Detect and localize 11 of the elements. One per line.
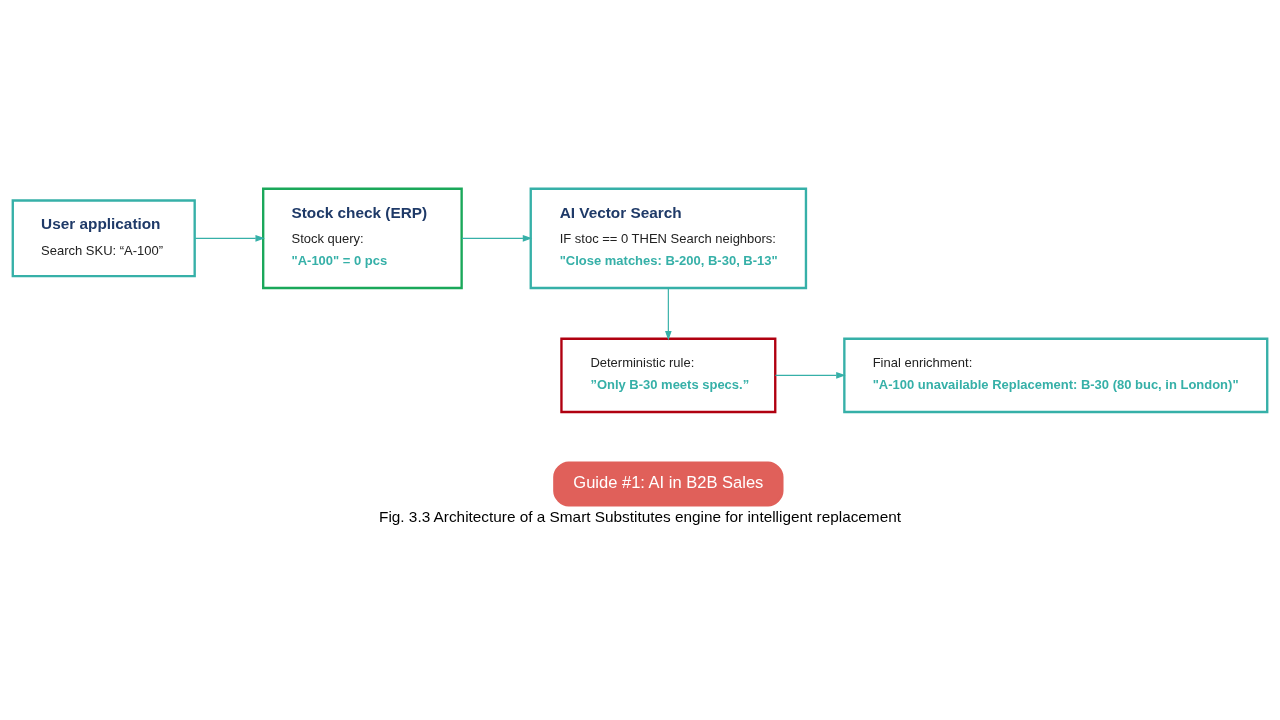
node-box: User application Search SKU: “A-100” [11,199,196,278]
arrow [665,287,672,341]
node-box: Final enrichment: "A-100 unavailable Replacement: B-30 (80 buc, in London)" [843,337,1269,414]
label: Guide #1: AI in B2B Sales [573,473,764,493]
node-box: Deterministic rule: ”Only B-30 meets specs.” [560,337,777,414]
arrow [774,372,846,379]
node-box: Stock check (ERP) Stock query: "A-100" = 0 pcs [262,187,463,290]
caption: Fig. 3.3 Architecture of a Smart Substitutes engine for intelligent replacement [379,508,901,526]
arrow [194,235,265,242]
arrow [461,235,533,242]
node-box: AI Vector Search IF stoc == 0 THEN Search neighbors: "Close matches: B-200, B-30, B-13" [529,187,808,290]
